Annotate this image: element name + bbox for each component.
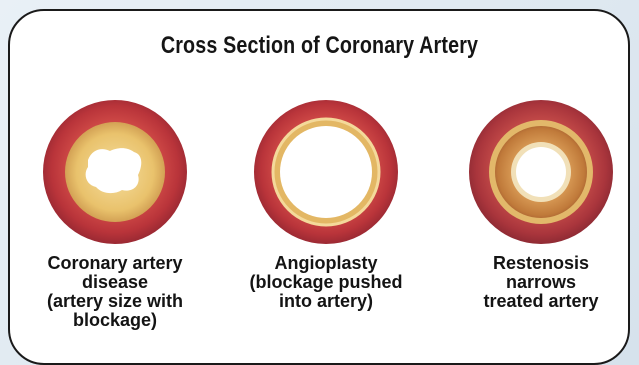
caption-disease: Coronary artery disease (artery size wit… [20, 254, 210, 330]
caption-restenosis: Restenosis narrows treated artery [446, 254, 636, 311]
narrowed-lumen [86, 148, 142, 193]
artery-restenosis-illustration [466, 97, 616, 247]
artery-disease-illustration [40, 97, 190, 247]
widened-lumen [280, 126, 372, 218]
caption-angioplasty: Angioplasty (blockage pushed into artery… [231, 254, 421, 311]
diagram-title: Cross Section of Coronary Artery [58, 32, 582, 60]
artery-angioplasty-illustration [251, 97, 401, 247]
narrowed-lumen [516, 147, 566, 197]
